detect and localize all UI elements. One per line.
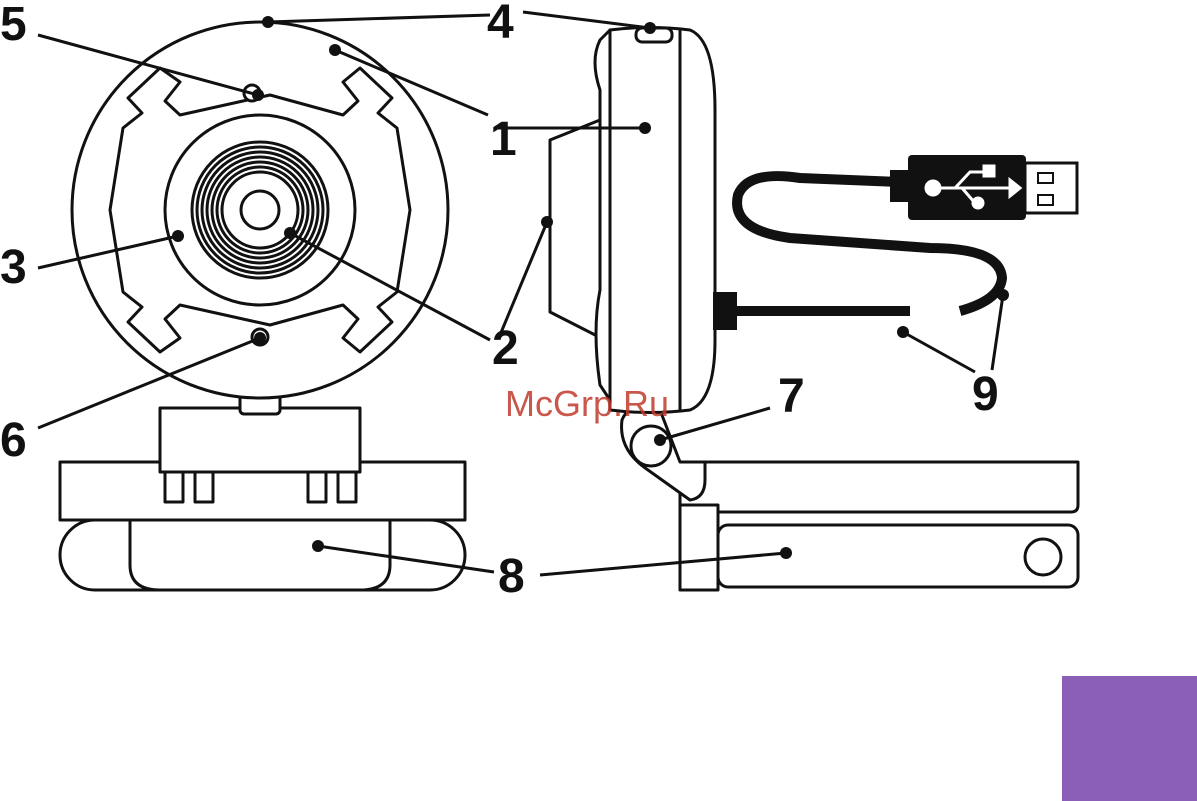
callout-1: 1 [490,113,517,166]
callout-6: 6 [0,414,27,467]
usb-cable [737,155,1077,311]
lens [241,191,279,229]
front-stand [60,392,465,590]
side-camera-body [550,28,737,413]
pivot-joint [631,426,671,466]
callout-8: 8 [498,550,525,603]
front-view [60,22,465,590]
accent-swatch [1062,676,1197,801]
callout-3: 3 [0,241,27,294]
callout-5: 5 [0,0,27,51]
callout-7: 7 [778,370,805,423]
callout-2: 2 [492,322,519,375]
watermark: McGrp.Ru [505,383,669,424]
side-view [550,28,1078,591]
callout-4: 4 [487,0,514,49]
callout-9: 9 [972,368,999,421]
